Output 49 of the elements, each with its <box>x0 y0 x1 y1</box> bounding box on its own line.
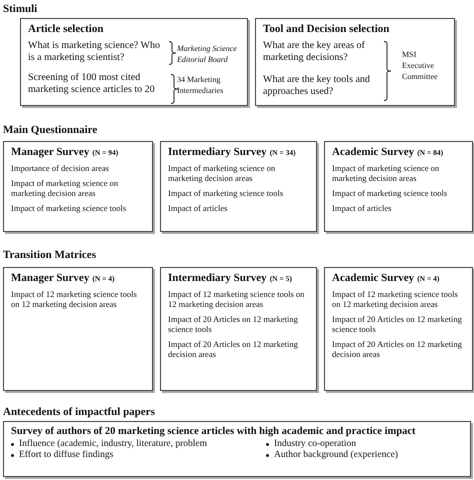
survey-item: Impact of 20 Articles on 12 marketing science tools <box>168 314 299 334</box>
survey-item: Impact of articles <box>332 203 392 213</box>
section-heading: Main Questionnaire <box>3 124 98 136</box>
question-text: Screening of 100 most cited marketing science articles to 20 <box>28 72 156 96</box>
question-text: What is marketing science? Who is a marketing scientist? <box>28 40 161 64</box>
source-text: Marketing Science Editorial Board <box>177 43 238 65</box>
survey-title: Intermediary Survey <box>168 146 267 158</box>
survey-title: Academic Survey <box>332 146 414 158</box>
survey-item: Impact of 12 marketing science tools on 12 marketing decision areas <box>11 289 138 309</box>
survey-item: Impact of marketing science tools <box>168 188 284 198</box>
section-heading: Antecedents of impactful papers <box>3 406 155 418</box>
survey-card <box>3 141 153 232</box>
survey-title: Manager Survey <box>11 272 90 284</box>
section-heading: Transition Matrices <box>3 249 96 261</box>
bullet-item: Author background (experience) <box>274 450 398 461</box>
source-text: 34 Marketing Intermediaries <box>177 74 224 96</box>
survey-item: Impact of marketing science tools <box>332 188 448 198</box>
bullet-item: Influence (academic, industry, literature, problem <box>19 439 207 450</box>
survey-item: Impact of 20 Articles on 12 marketing science tools <box>332 314 463 334</box>
survey-title: Manager Survey <box>11 146 90 158</box>
panel-card <box>20 18 248 106</box>
panel-card <box>255 18 455 106</box>
survey-item: Impact of articles <box>168 203 228 213</box>
survey-item: Impact of marketing science tools <box>11 203 128 213</box>
survey-card <box>324 267 473 391</box>
survey-item: Impact of 12 marketing science tools on 12 marketing decision areas <box>332 289 459 309</box>
section-heading: Stimuli <box>3 3 38 15</box>
box-title: Survey of authors of 20 marketing science articles with high academic and practice impact <box>11 426 416 437</box>
survey-card <box>324 141 473 232</box>
survey-item: Impact of marketing science on marketing decision areas <box>332 163 440 183</box>
bullet-item: Effort to diffuse findings <box>19 450 114 461</box>
question-text: What are the key tools and approaches used? <box>263 74 371 98</box>
survey-item: Importance of decision areas <box>11 163 110 173</box>
survey-item: Impact of 20 Articles on 12 marketing decision areas <box>332 339 463 359</box>
survey-item: Impact of marketing science on marketing decision areas <box>11 178 120 198</box>
box-title: Article selection <box>28 23 104 35</box>
source-text: MSI Executive Committee <box>402 49 439 82</box>
survey-card <box>160 267 317 391</box>
panel-card <box>3 421 471 477</box>
survey-card <box>160 141 317 232</box>
survey-item: Impact of marketing science on marketing decision areas <box>168 163 276 183</box>
survey-title: Intermediary Survey <box>168 272 267 284</box>
survey-title: Academic Survey <box>332 272 414 284</box>
box-title: Tool and Decision selection <box>263 23 390 35</box>
question-text: What are the key areas of marketing decisions? <box>263 40 366 64</box>
bullet-item: Industry co-operation <box>274 439 356 450</box>
survey-card <box>3 267 153 391</box>
survey-item: Impact of 12 marketing science tools on 12 marketing decision areas <box>168 289 306 309</box>
survey-item: Impact of 20 Articles on 12 marketing decision areas <box>168 339 299 359</box>
